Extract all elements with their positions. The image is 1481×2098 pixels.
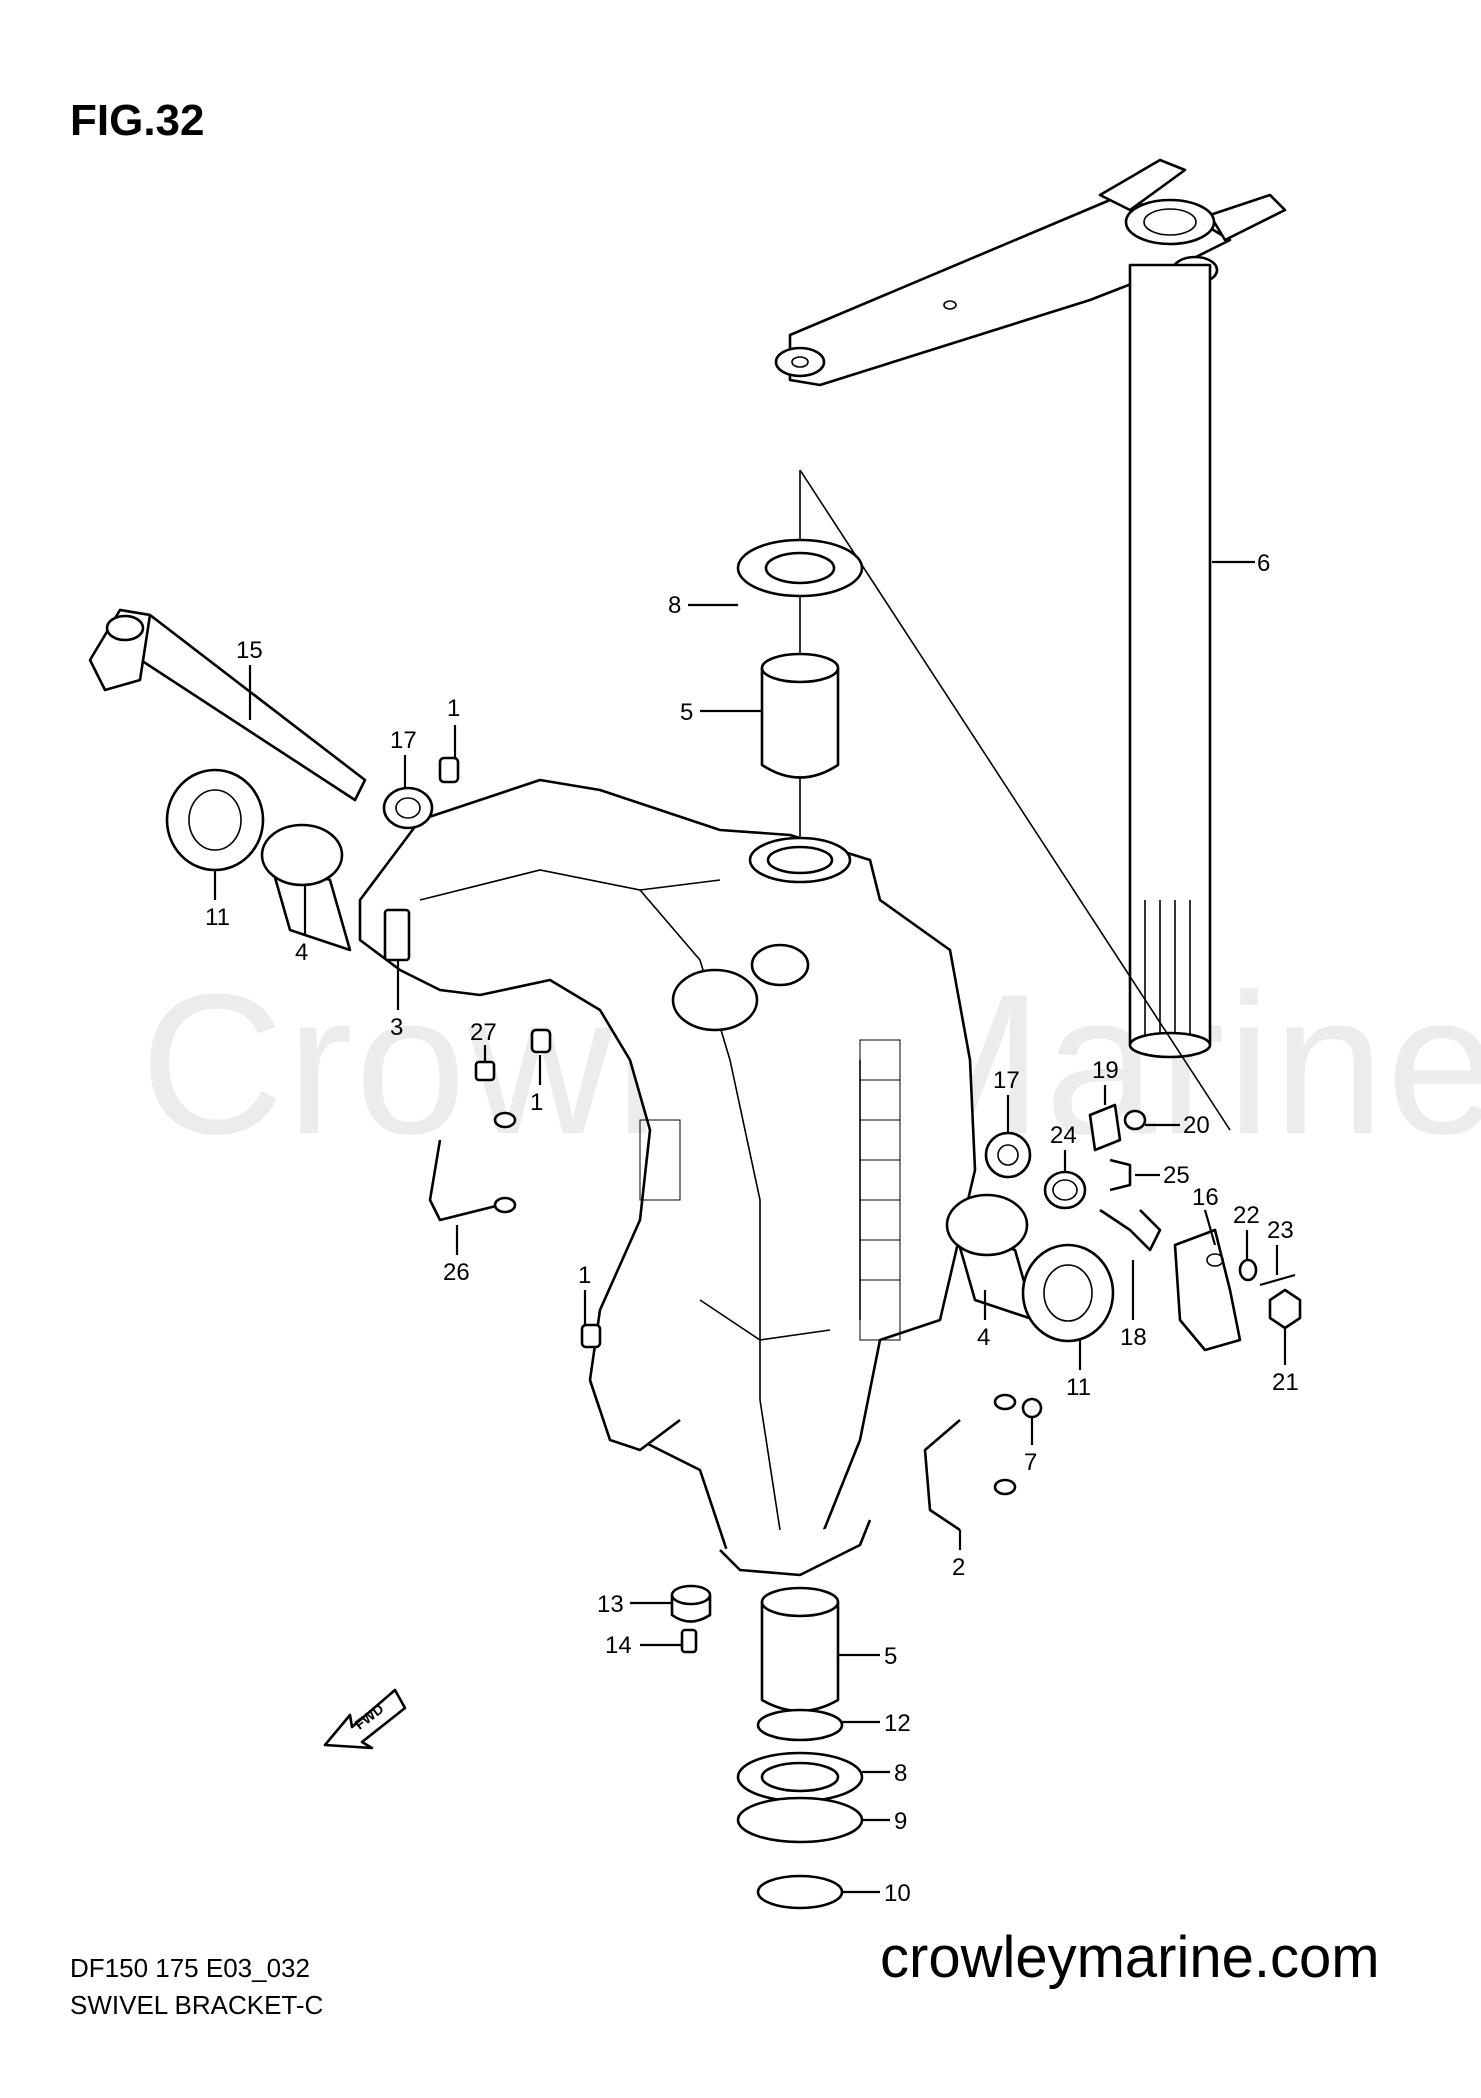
callout-4-right: 4	[977, 1324, 990, 1351]
callout-17-left: 17	[390, 727, 417, 754]
ring-12[interactable]	[756, 1708, 844, 1742]
callout-25: 25	[1163, 1162, 1190, 1189]
callout-13: 13	[597, 1591, 624, 1618]
bolt-14[interactable]	[680, 1628, 698, 1654]
callout-24: 24	[1050, 1122, 1077, 1149]
bolt-20[interactable]	[1123, 1109, 1147, 1131]
callout-1-lower: 1	[578, 1262, 591, 1289]
bracket-16[interactable]	[1173, 1228, 1242, 1352]
callout-21: 21	[1272, 1369, 1299, 1396]
grease-nipple-lower[interactable]	[580, 1323, 602, 1349]
callout-2: 2	[952, 1554, 965, 1581]
callout-1-upper: 1	[447, 695, 460, 722]
bushing-17-left[interactable]	[382, 786, 434, 830]
cap-13[interactable]	[670, 1584, 712, 1623]
callout-labels: 6 8 5 15 17 1 11 4 3 27 1 26 19 17 20 24…	[205, 550, 1299, 1907]
grease-nipple-mid[interactable]	[530, 1028, 552, 1054]
nut-21[interactable]	[1268, 1288, 1302, 1330]
callout-17-right: 17	[993, 1067, 1020, 1094]
callout-23: 23	[1267, 1217, 1294, 1244]
callout-5-lower: 5	[884, 1643, 897, 1670]
circlip-10[interactable]	[756, 1874, 844, 1910]
leader-lines	[213, 560, 1287, 1894]
swivel-bracket-body[interactable]	[358, 778, 977, 1577]
callout-8-lower: 8	[894, 1760, 907, 1787]
thrust-washer-lower[interactable]	[736, 1751, 864, 1803]
lever-18[interactable]	[1099, 1208, 1162, 1252]
lead-wire-2[interactable]	[923, 1393, 1017, 1532]
callout-27: 27	[470, 1019, 497, 1046]
bushing-upper[interactable]	[760, 652, 840, 779]
section-name: SWIVEL BRACKET-C	[70, 1990, 324, 2020]
clamp-3[interactable]	[383, 908, 411, 962]
callout-26: 26	[443, 1259, 470, 1286]
thrust-washer-right[interactable]	[1021, 1243, 1115, 1343]
grease-nipple-upper[interactable]	[438, 756, 460, 784]
callout-11-right: 11	[1066, 1374, 1091, 1401]
washer-9[interactable]	[736, 1796, 864, 1844]
lead-wire-26[interactable]	[428, 1111, 517, 1222]
callout-22: 22	[1233, 1202, 1260, 1229]
bolt-27[interactable]	[474, 1060, 496, 1082]
site-link[interactable]: crowleymarine.com	[880, 1925, 1380, 1990]
callout-4-left: 4	[295, 939, 308, 966]
callout-16: 16	[1192, 1184, 1219, 1211]
callout-12: 12	[884, 1710, 911, 1737]
washer-22[interactable]	[1238, 1258, 1258, 1282]
callout-8-upper: 8	[668, 592, 681, 619]
callout-10: 10	[884, 1880, 911, 1907]
callout-7: 7	[1024, 1449, 1037, 1476]
bracket-19[interactable]	[1088, 1103, 1122, 1152]
callout-6: 6	[1257, 550, 1270, 577]
callout-14: 14	[605, 1632, 632, 1659]
callout-1-mid: 1	[530, 1089, 543, 1116]
figure-title: FIG.32	[70, 96, 205, 145]
bushing-lower[interactable]	[760, 1586, 840, 1713]
callout-18: 18	[1120, 1324, 1147, 1351]
thrust-washer-upper[interactable]	[736, 538, 864, 598]
cotter-pin-23[interactable]	[1259, 1273, 1296, 1287]
model-code: DF150 175 E03_032	[70, 1953, 310, 1983]
bushing-4-left[interactable]	[260, 823, 352, 952]
fwd-direction-arrow: FWD	[323, 1688, 407, 1750]
callout-15: 15	[236, 637, 263, 664]
thrust-washer-left[interactable]	[165, 768, 265, 872]
callout-5-upper: 5	[680, 699, 693, 726]
spring-25[interactable]	[1109, 1158, 1132, 1192]
callout-20: 20	[1183, 1112, 1210, 1139]
callout-9: 9	[894, 1808, 907, 1835]
spring-24[interactable]	[1043, 1170, 1087, 1210]
tilt-tube-part[interactable]	[88, 608, 367, 802]
bushing-17-right[interactable]	[984, 1131, 1032, 1179]
bushing-4-right[interactable]	[945, 1193, 1037, 1322]
steering-shaft-part[interactable]	[774, 158, 1287, 1059]
callout-3: 3	[390, 1014, 403, 1041]
callout-19: 19	[1092, 1057, 1119, 1084]
callout-11-left: 11	[205, 904, 230, 931]
bolt-7[interactable]	[1021, 1397, 1043, 1419]
